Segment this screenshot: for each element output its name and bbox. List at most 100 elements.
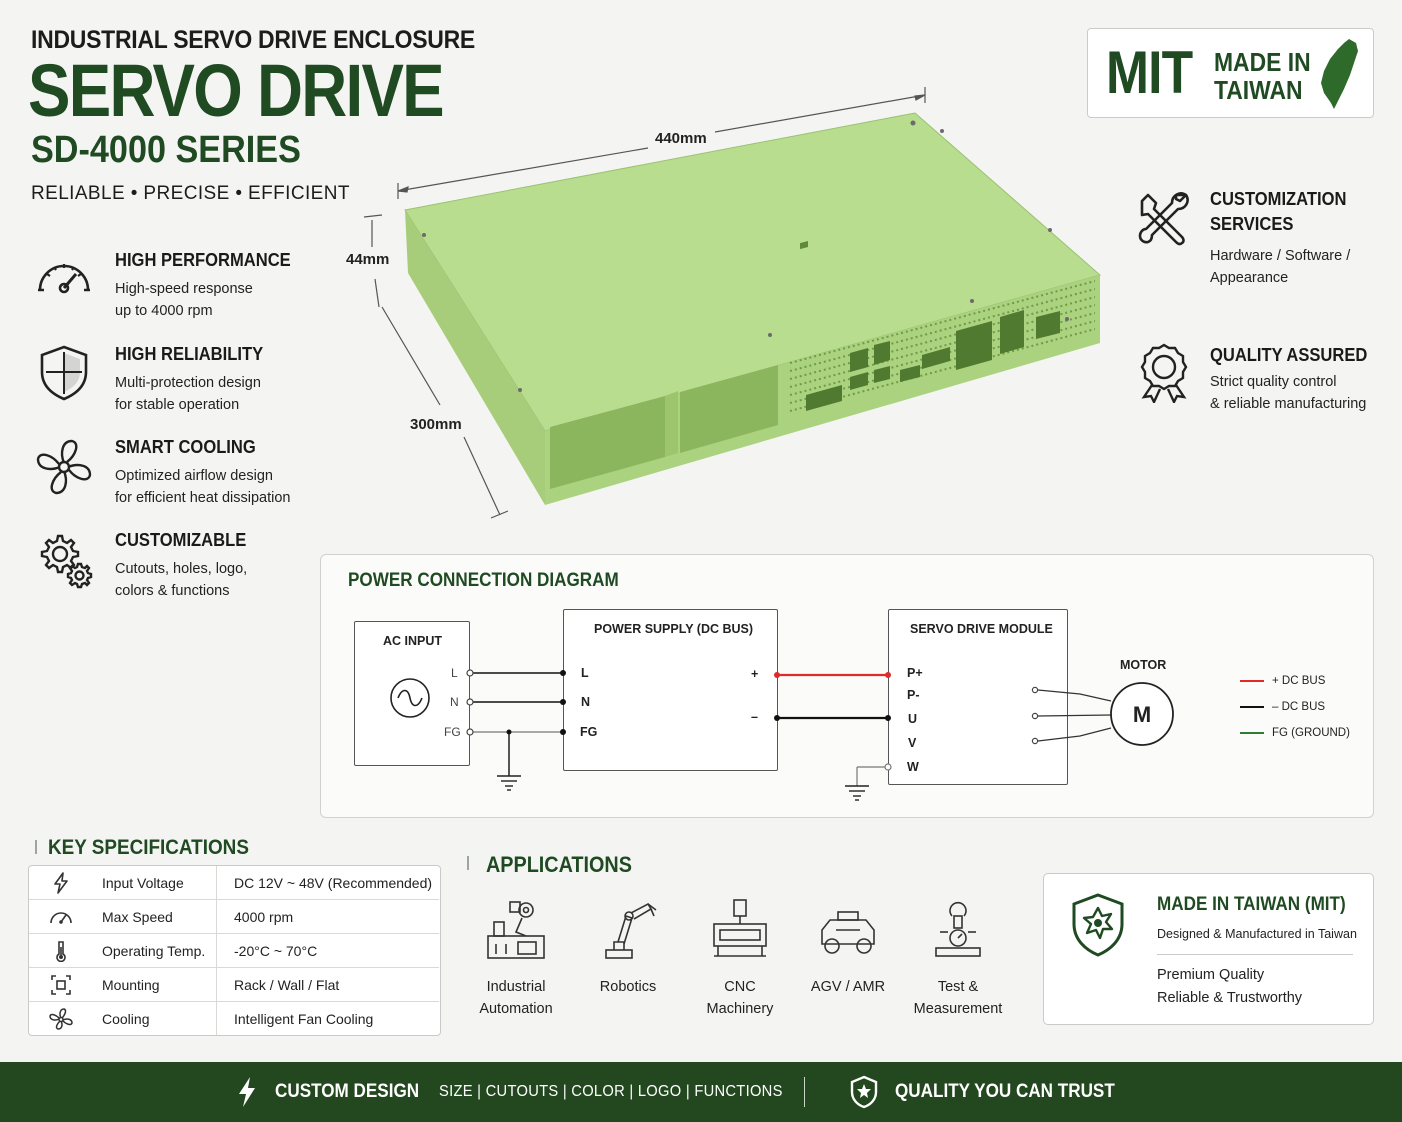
- footer-custom-design: CUSTOM DESIGN: [275, 1081, 420, 1102]
- feature-title: HIGH PERFORMANCE: [115, 250, 291, 270]
- footer-separator: [804, 1077, 805, 1107]
- shield-icon: [40, 345, 88, 401]
- ps-terminal-l: L: [581, 666, 589, 680]
- ps-terminal-plus: +: [751, 667, 759, 681]
- diagram-title: POWER CONNECTION DIAGRAM: [348, 570, 619, 591]
- ac-terminal-n: N: [450, 695, 459, 709]
- tagline: RELIABLE • PRECISE • EFFICIENT: [31, 183, 350, 204]
- app-robotics: Robotics: [573, 896, 683, 998]
- feature-title: QUALITY ASSURED: [1210, 345, 1368, 365]
- product-series: SD-4000 SERIES: [31, 129, 301, 171]
- bolt-icon: [239, 1077, 255, 1107]
- tools-icon: [1138, 192, 1189, 246]
- robot-arm-icon: [605, 902, 657, 959]
- shield-check-icon: [850, 1075, 878, 1109]
- spec-key: Operating Temp.: [102, 943, 206, 959]
- spec-column-divider: [216, 866, 217, 1035]
- app-test-measurement: Test &Measurement: [903, 896, 1013, 1020]
- servo-module-label: SERVO DRIVE MODULE: [910, 622, 1053, 636]
- speedometer-icon: [50, 912, 72, 924]
- enclosure-illustration: [363, 87, 1102, 519]
- legend-fg-ground: FG (GROUND): [1272, 727, 1350, 739]
- applications-title: APPLICATIONS: [486, 852, 632, 877]
- mount-icon: [51, 975, 71, 995]
- app-label: Test &Measurement: [913, 979, 1003, 1017]
- agv-icon: [821, 911, 875, 954]
- app-label: AGV / AMR: [810, 979, 886, 995]
- ac-input-box: [354, 621, 470, 766]
- mit-card-line1: Premium Quality: [1157, 967, 1265, 983]
- spec-key: Cooling: [102, 1011, 150, 1027]
- servo-module-box: [888, 609, 1068, 785]
- width-dimension: 440mm: [655, 130, 707, 147]
- spec-key: Input Voltage: [102, 875, 184, 891]
- table-row: Cooling Intelligent Fan Cooling: [29, 1002, 439, 1036]
- spec-value: Intelligent Fan Cooling: [234, 1011, 374, 1027]
- feature-desc: Strict quality control& reliable manufac…: [1210, 374, 1367, 412]
- fan-icon: [49, 1008, 73, 1030]
- height-dimension: 44mm: [346, 251, 390, 268]
- mit-label: MIT: [1106, 39, 1193, 106]
- gears-icon: [40, 534, 93, 589]
- ac-input-label: AC INPUT: [383, 634, 443, 648]
- power-diagram-panel: [320, 554, 1374, 818]
- gauge-icon: [38, 264, 90, 294]
- table-row: Max Speed 4000 rpm: [29, 900, 439, 934]
- mit-card-divider: [1157, 954, 1353, 955]
- specs-table: Input Voltage DC 12V ~ 48V (Recommended)…: [28, 865, 441, 1036]
- app-label: Robotics: [599, 979, 657, 995]
- servo-terminal-w: W: [907, 760, 919, 774]
- spec-value: Rack / Wall / Flat: [234, 977, 340, 993]
- mit-card-title: MADE IN TAIWAN (MIT): [1157, 894, 1346, 915]
- taiwan-map-icon: [1321, 39, 1358, 109]
- product-title: SERVO DRIVE: [28, 49, 445, 132]
- mit-card-line2: Reliable & Trustworthy: [1157, 990, 1303, 1006]
- spec-key: Max Speed: [102, 909, 173, 925]
- factory-automation-icon: [487, 901, 545, 959]
- app-agv-amr: AGV / AMR: [793, 896, 903, 998]
- spec-value: -20°C ~ 70°C: [234, 943, 318, 959]
- servo-terminal-p-plus: P+: [907, 666, 923, 680]
- specs-title: KEY SPECIFICATIONS: [48, 836, 249, 859]
- ps-terminal-fg: FG: [580, 725, 598, 739]
- servo-terminal-p-minus: P-: [907, 688, 920, 702]
- spec-value: 4000 rpm: [234, 909, 294, 925]
- legend-minus-dc-bus: – DC BUS: [1272, 701, 1326, 713]
- footer-bar: CUSTOM DESIGN SIZE | CUTOUTS | COLOR | L…: [0, 1062, 1402, 1122]
- depth-dimension: 300mm: [410, 416, 462, 433]
- spec-accent-bar: [35, 840, 37, 854]
- ac-terminal-l: L: [451, 666, 458, 680]
- footer-quality: QUALITY YOU CAN TRUST: [895, 1081, 1115, 1102]
- feature-title: HIGH RELIABILITY: [115, 344, 264, 364]
- mit-card: MADE IN TAIWAN (MIT) Designed & Manufact…: [1043, 873, 1374, 1025]
- table-row: Operating Temp. -20°C ~ 70°C: [29, 934, 439, 968]
- table-row: Mounting Rack / Wall / Flat: [29, 968, 439, 1002]
- feature-quality-assured: QUALITY ASSURED Strict quality control& …: [1134, 343, 1394, 423]
- test-measurement-icon: [935, 901, 981, 957]
- fan-icon: [36, 439, 92, 495]
- spec-key: Mounting: [102, 977, 160, 993]
- thermometer-icon: [56, 941, 66, 962]
- footer-options: SIZE | CUTOUTS | COLOR | LOGO | FUNCTION…: [439, 1083, 783, 1100]
- shield-badge-icon: [1072, 893, 1124, 957]
- ac-terminal-fg: FG: [444, 725, 461, 739]
- table-row: Input Voltage DC 12V ~ 48V (Recommended): [29, 866, 439, 900]
- feature-desc: Hardware / Software /Appearance: [1210, 248, 1351, 286]
- bolt-icon: [54, 872, 68, 894]
- feature-title: CUSTOMIZABLE: [115, 530, 247, 550]
- motor-symbol: M: [1133, 702, 1151, 727]
- app-accent-bar: [467, 856, 469, 870]
- ps-terminal-minus: –: [751, 710, 758, 724]
- power-supply-label: POWER SUPPLY (DC BUS): [594, 622, 754, 636]
- award-icon: [1140, 343, 1188, 403]
- servo-terminal-u: U: [908, 712, 918, 726]
